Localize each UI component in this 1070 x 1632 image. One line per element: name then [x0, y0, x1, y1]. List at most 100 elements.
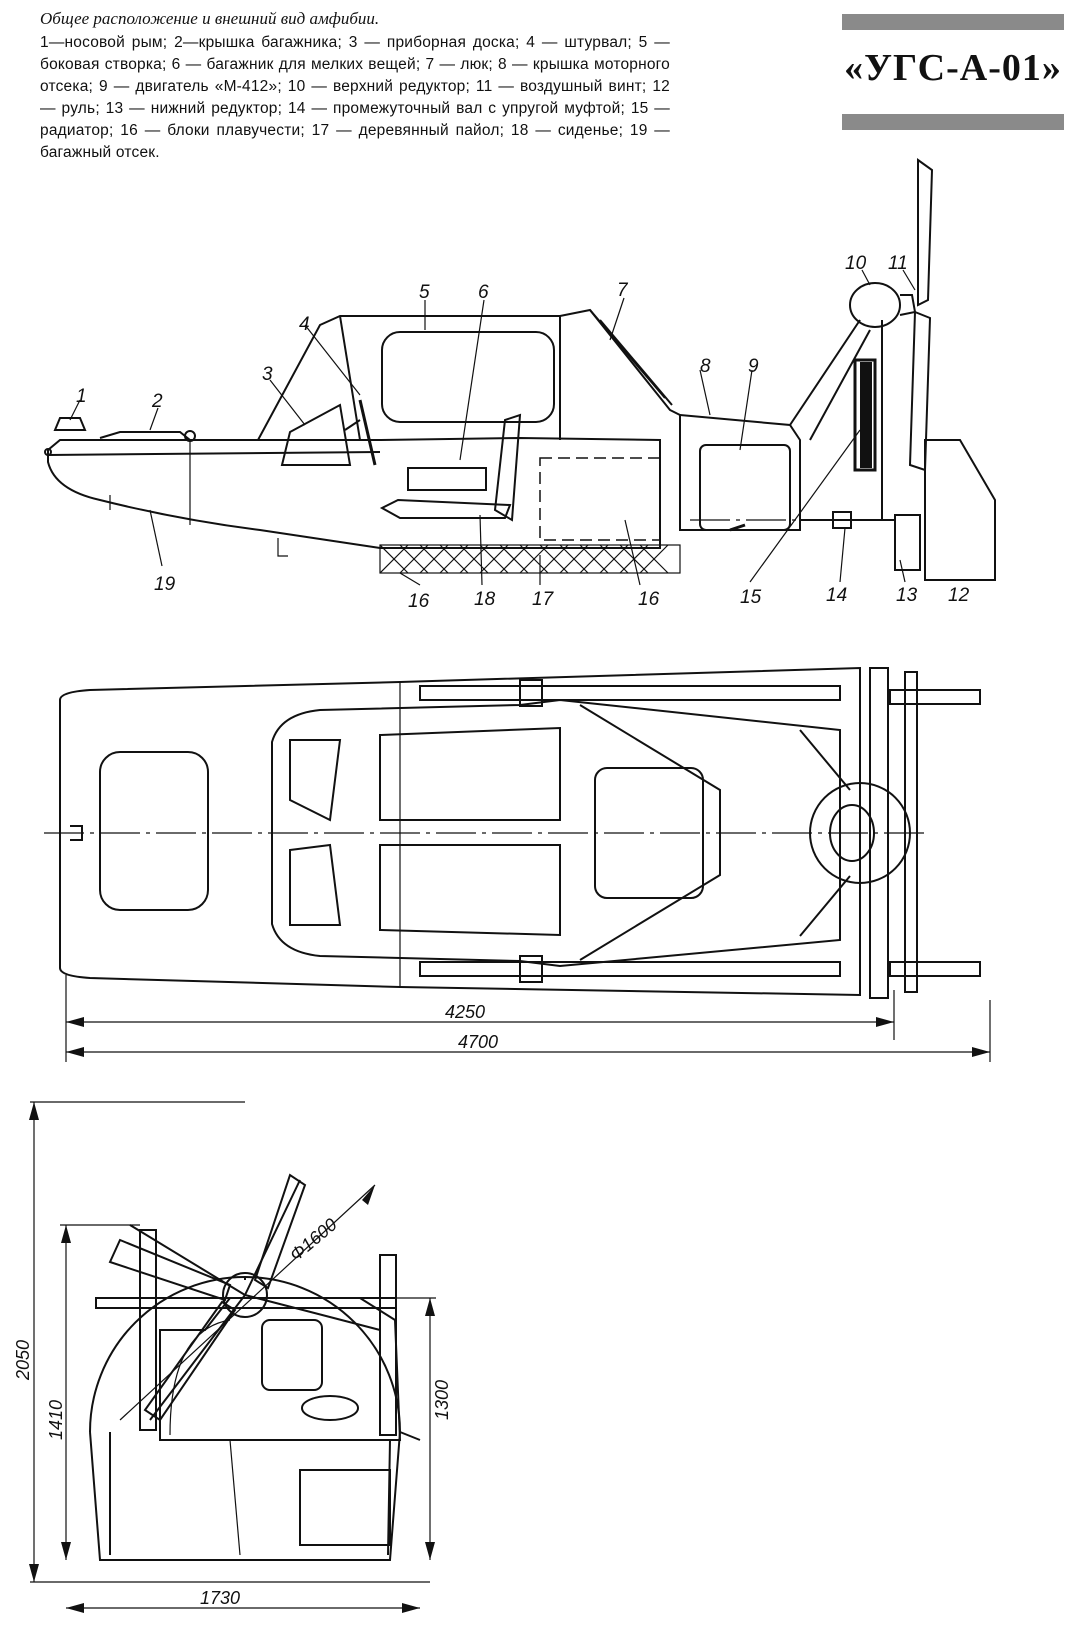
label-10: 10 [845, 253, 867, 274]
radiator [853, 358, 877, 472]
dim-1410: 1410 [46, 1400, 66, 1440]
label-8: 8 [700, 356, 711, 377]
label-6: 6 [478, 282, 489, 303]
cabin-roof [257, 308, 681, 441]
hatch-line [599, 319, 673, 406]
cockpit-rear-taper [579, 704, 721, 961]
model-header: «УГС-А-01» [842, 10, 1064, 130]
label-4: 4 [299, 314, 310, 335]
buoyancy-block [379, 544, 681, 574]
hull-mark [277, 538, 288, 557]
cabin-pillar [339, 315, 361, 441]
header-bar-bottom [842, 114, 1064, 130]
leader-2 [149, 407, 159, 431]
steering-wheel [358, 399, 377, 466]
dim-arrow-prop [362, 1185, 375, 1205]
leader-11 [902, 269, 916, 291]
caption-title: Общее расположение и внешний вид амфибии… [40, 9, 380, 28]
side-rail-top [419, 685, 841, 701]
plan-view: 4250 4700 [44, 666, 991, 1062]
leader-18 [479, 514, 483, 586]
leader-1 [69, 399, 81, 421]
leader-14 [839, 527, 846, 583]
leader-19 [149, 509, 163, 567]
prop-hub-front [222, 1272, 268, 1318]
seat-left-front [289, 739, 342, 822]
pylon-strut [789, 319, 861, 426]
engine [699, 444, 791, 531]
leader-3 [269, 379, 306, 426]
leader-8 [699, 369, 711, 416]
label-18: 18 [474, 589, 496, 610]
dim-1300: 1300 [432, 1380, 452, 1420]
lid-knob [184, 430, 196, 442]
seat-rear [379, 844, 561, 937]
dim-1730: 1730 [200, 1588, 240, 1608]
side-window [381, 331, 555, 423]
leader-16b [624, 519, 641, 586]
dashboard [280, 403, 352, 466]
propeller-guard-arc [809, 782, 911, 884]
propeller-blade-down [908, 310, 932, 472]
hull-center-line [229, 1439, 241, 1556]
leader-7 [609, 297, 625, 341]
side-rail-bottom [419, 961, 841, 977]
hull-front-sides [109, 1432, 391, 1556]
propeller-blade-plan [904, 671, 918, 993]
blade-bottom [143, 1300, 237, 1422]
label-5: 5 [419, 282, 430, 303]
label-17: 17 [532, 589, 555, 610]
bow-ring [53, 417, 87, 431]
seat-left-rear [289, 843, 342, 926]
rail-clamp-bottom [519, 955, 543, 983]
dim-line-prop [119, 1184, 376, 1421]
gearbox-hub [899, 294, 917, 316]
label-19: 19 [154, 574, 176, 595]
elastic-coupling [832, 511, 852, 529]
label-7: 7 [617, 280, 629, 301]
engine-mark [729, 523, 746, 532]
dim-4250: 4250 [445, 1002, 485, 1022]
propeller-plan [869, 667, 889, 999]
hull-compartment [299, 1469, 391, 1546]
side-view: 1 2 3 4 5 6 7 8 9 10 11 12 13 14 15 16 1… [44, 158, 996, 612]
bow-ring-plan [70, 825, 83, 841]
prop-guard-circle [89, 1276, 401, 1433]
roof-hatch [594, 767, 704, 899]
front-hatch [99, 751, 209, 911]
rail-clamp-top [519, 679, 543, 707]
engine-cover [679, 413, 801, 531]
leader-6 [459, 299, 485, 461]
leader-13 [899, 559, 906, 583]
label-13: 13 [896, 585, 918, 606]
steering-column [344, 419, 361, 431]
hull-plan-outline [59, 666, 861, 997]
leader-15 [749, 429, 861, 583]
seat-back [493, 413, 522, 522]
label-9: 9 [748, 356, 759, 377]
leader-10 [861, 269, 871, 286]
dim-prop-diameter: Φ1600 [286, 1214, 341, 1265]
dim-2050: 2050 [13, 1340, 33, 1381]
label-1: 1 [76, 386, 87, 407]
label-2: 2 [151, 391, 163, 412]
rudder [924, 439, 996, 581]
propeller-blade-up [917, 158, 934, 307]
blade-top [253, 1173, 307, 1290]
cabin-window-front [261, 1319, 323, 1391]
dim-4700: 4700 [458, 1032, 498, 1052]
pylon-right [379, 1254, 397, 1436]
leader-16a [399, 572, 421, 586]
rudder-bottom [889, 961, 981, 977]
seat-cushion [379, 498, 512, 519]
caption-legend: 1—носовой рым; 2—крышка багажника; 3 — п… [40, 34, 670, 161]
bow-ring-eye [44, 448, 52, 456]
front-view: 1730 2050 1410 1300 Φ1600 [13, 1101, 452, 1613]
label-15: 15 [740, 587, 762, 608]
header-bar-top [842, 14, 1064, 30]
engine-outline-front [169, 1319, 231, 1436]
prop-blades-front [129, 1179, 381, 1421]
pylon-left [139, 1229, 157, 1431]
label-16a: 16 [408, 591, 430, 612]
